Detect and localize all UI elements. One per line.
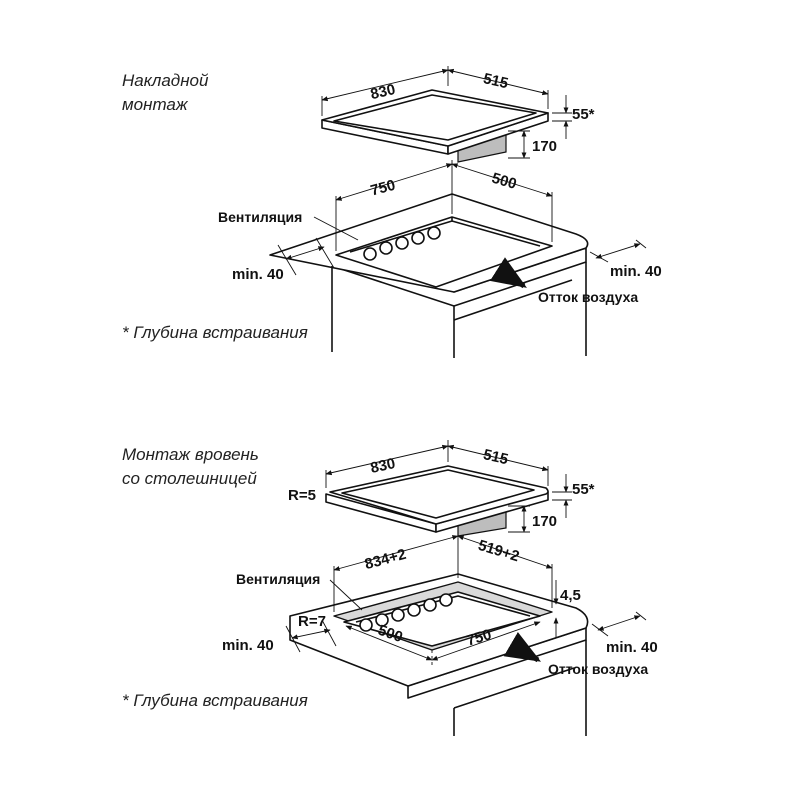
bottom-footnote: * Глубина встраивания xyxy=(122,691,308,710)
bottom-hob-depth-label: 515 xyxy=(482,446,510,468)
top-hob-depth-dim xyxy=(447,68,549,96)
bottom-recess-width-dim xyxy=(333,535,459,571)
bottom-airflow-arrow xyxy=(503,632,542,663)
top-cutout-width-dim xyxy=(335,163,453,201)
bottom-countertop xyxy=(289,573,589,736)
top-vent-holes xyxy=(363,226,441,261)
bottom-ventilation-label: Вентиляция xyxy=(236,571,320,587)
bottom-title-line2: со столешницей xyxy=(122,469,257,488)
bottom-cutout-depth-dim xyxy=(345,625,433,661)
bottom-hob-glass-inner xyxy=(341,469,535,519)
bottom-recess-width-label: 834+2 xyxy=(363,546,408,573)
top-min-right-label: min. 40 xyxy=(610,263,662,280)
top-cutout-depth-dim xyxy=(451,163,553,197)
bottom-hob-height-label: 55* xyxy=(572,481,595,498)
top-footnote: * Глубина встраивания xyxy=(122,323,308,342)
bottom-box-height-label: 170 xyxy=(532,513,557,530)
bottom-min-left-label: min. 40 xyxy=(222,637,274,654)
top-cutout-width-label: 750 xyxy=(369,177,398,200)
top-title-line1: Накладной xyxy=(122,71,209,90)
top-box-height-label: 170 xyxy=(532,138,557,155)
top-hob-height-label: 55* xyxy=(572,106,595,123)
top-min-left-label: min. 40 xyxy=(232,266,284,283)
bottom-hob-width-label: 830 xyxy=(369,455,397,477)
top-airflow-arrow xyxy=(489,257,527,289)
bottom-hob-width-dim xyxy=(325,444,449,476)
bottom-recess-depth-label: 519+2 xyxy=(476,537,521,566)
bottom-hob-depth-dim xyxy=(447,444,549,472)
top-title-line2: монтаж xyxy=(122,95,189,114)
bottom-airflow-label: Отток воздуха xyxy=(548,661,648,677)
bottom-hob xyxy=(325,465,549,537)
top-hob-glass-inner xyxy=(333,94,537,141)
bottom-radius-hob-label: R=5 xyxy=(288,487,316,504)
bottom-section: Монтаж вровень со столешницей 830 515 R=… xyxy=(122,440,658,736)
top-section: Накладной монтаж 830 515 55* 170 xyxy=(122,66,662,358)
bottom-cutout-width-label: 750 xyxy=(465,626,494,650)
bottom-min-right-label: min. 40 xyxy=(606,639,658,656)
top-ventilation-label: Вентиляция xyxy=(218,209,302,225)
top-hob-width-dim xyxy=(321,68,449,102)
top-hob-depth-label: 515 xyxy=(482,70,510,92)
top-cutout-depth-label: 500 xyxy=(490,170,519,193)
top-airflow-label: Отток воздуха xyxy=(538,289,638,305)
bottom-recess-depth-mm-label: 4,5 xyxy=(560,587,581,604)
bottom-radius-cutout-label: R=7 xyxy=(298,613,326,630)
top-hob xyxy=(321,89,549,163)
top-hob-width-label: 830 xyxy=(369,81,397,103)
bottom-recess-depth-dim xyxy=(457,535,553,569)
bottom-cutout-width-dim xyxy=(431,621,541,661)
bottom-title-line1: Монтаж вровень xyxy=(122,445,259,464)
